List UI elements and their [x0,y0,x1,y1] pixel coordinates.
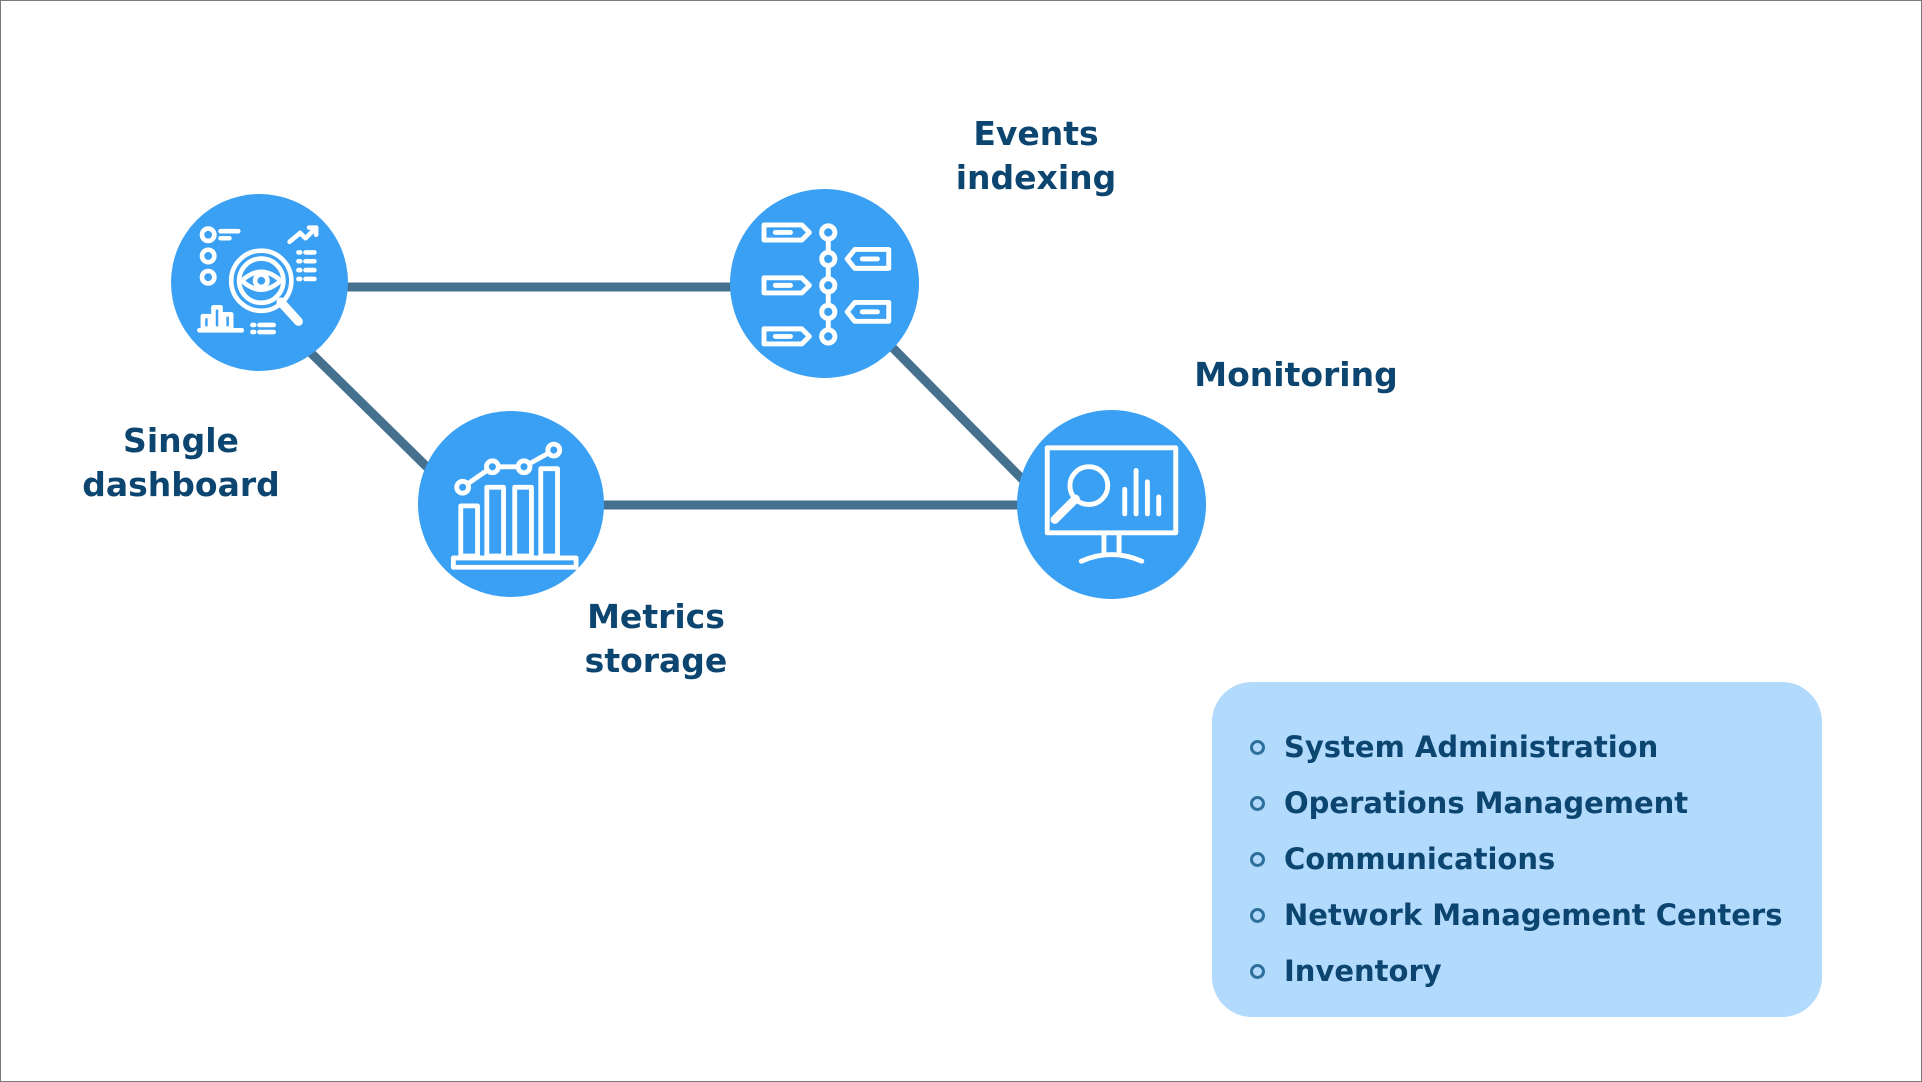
list-item: Communications [1250,831,1822,887]
label-line: Single [123,421,239,460]
features-list: System Administration Operations Managem… [1250,719,1822,999]
features-box: System Administration Operations Managem… [1212,682,1822,1017]
list-item: Network Management Centers [1250,887,1822,943]
list-item-label: Network Management Centers [1284,898,1783,932]
link-dashboard-metrics [307,349,435,475]
label-metrics-storage: Metrics storage [541,595,771,683]
label-line: storage [584,641,728,680]
bullet-icon [1250,852,1265,867]
dashboard-analytics-icon [197,225,319,335]
timeline-events-icon [761,222,892,347]
label-line: indexing [955,158,1117,197]
monitor-search-icon [1044,445,1179,564]
list-item: Operations Management [1250,775,1822,831]
label-events-indexing: Events indexing [921,112,1151,200]
node-events-indexing [730,189,919,378]
link-events-monitoring [887,342,1030,487]
list-item-label: Operations Management [1284,786,1689,820]
bullet-icon [1250,908,1265,923]
label-line: Events [973,114,1099,153]
list-item-label: Inventory [1284,954,1442,988]
node-monitoring [1017,410,1206,599]
label-line: Metrics [587,597,725,636]
label-line: dashboard [82,465,280,504]
bullet-icon [1250,740,1265,755]
label-line: Monitoring [1194,355,1398,394]
label-monitoring: Monitoring [1176,353,1416,397]
list-item-label: System Administration [1284,730,1659,764]
node-metrics-storage [418,411,604,597]
bar-chart-icon [450,441,579,570]
bullet-icon [1250,796,1265,811]
label-single-dashboard: Single dashboard [61,419,301,507]
bullet-icon [1250,964,1265,979]
node-single-dashboard [171,194,348,371]
list-item: Inventory [1250,943,1822,999]
list-item-label: Communications [1284,842,1556,876]
list-item: System Administration [1250,719,1822,775]
